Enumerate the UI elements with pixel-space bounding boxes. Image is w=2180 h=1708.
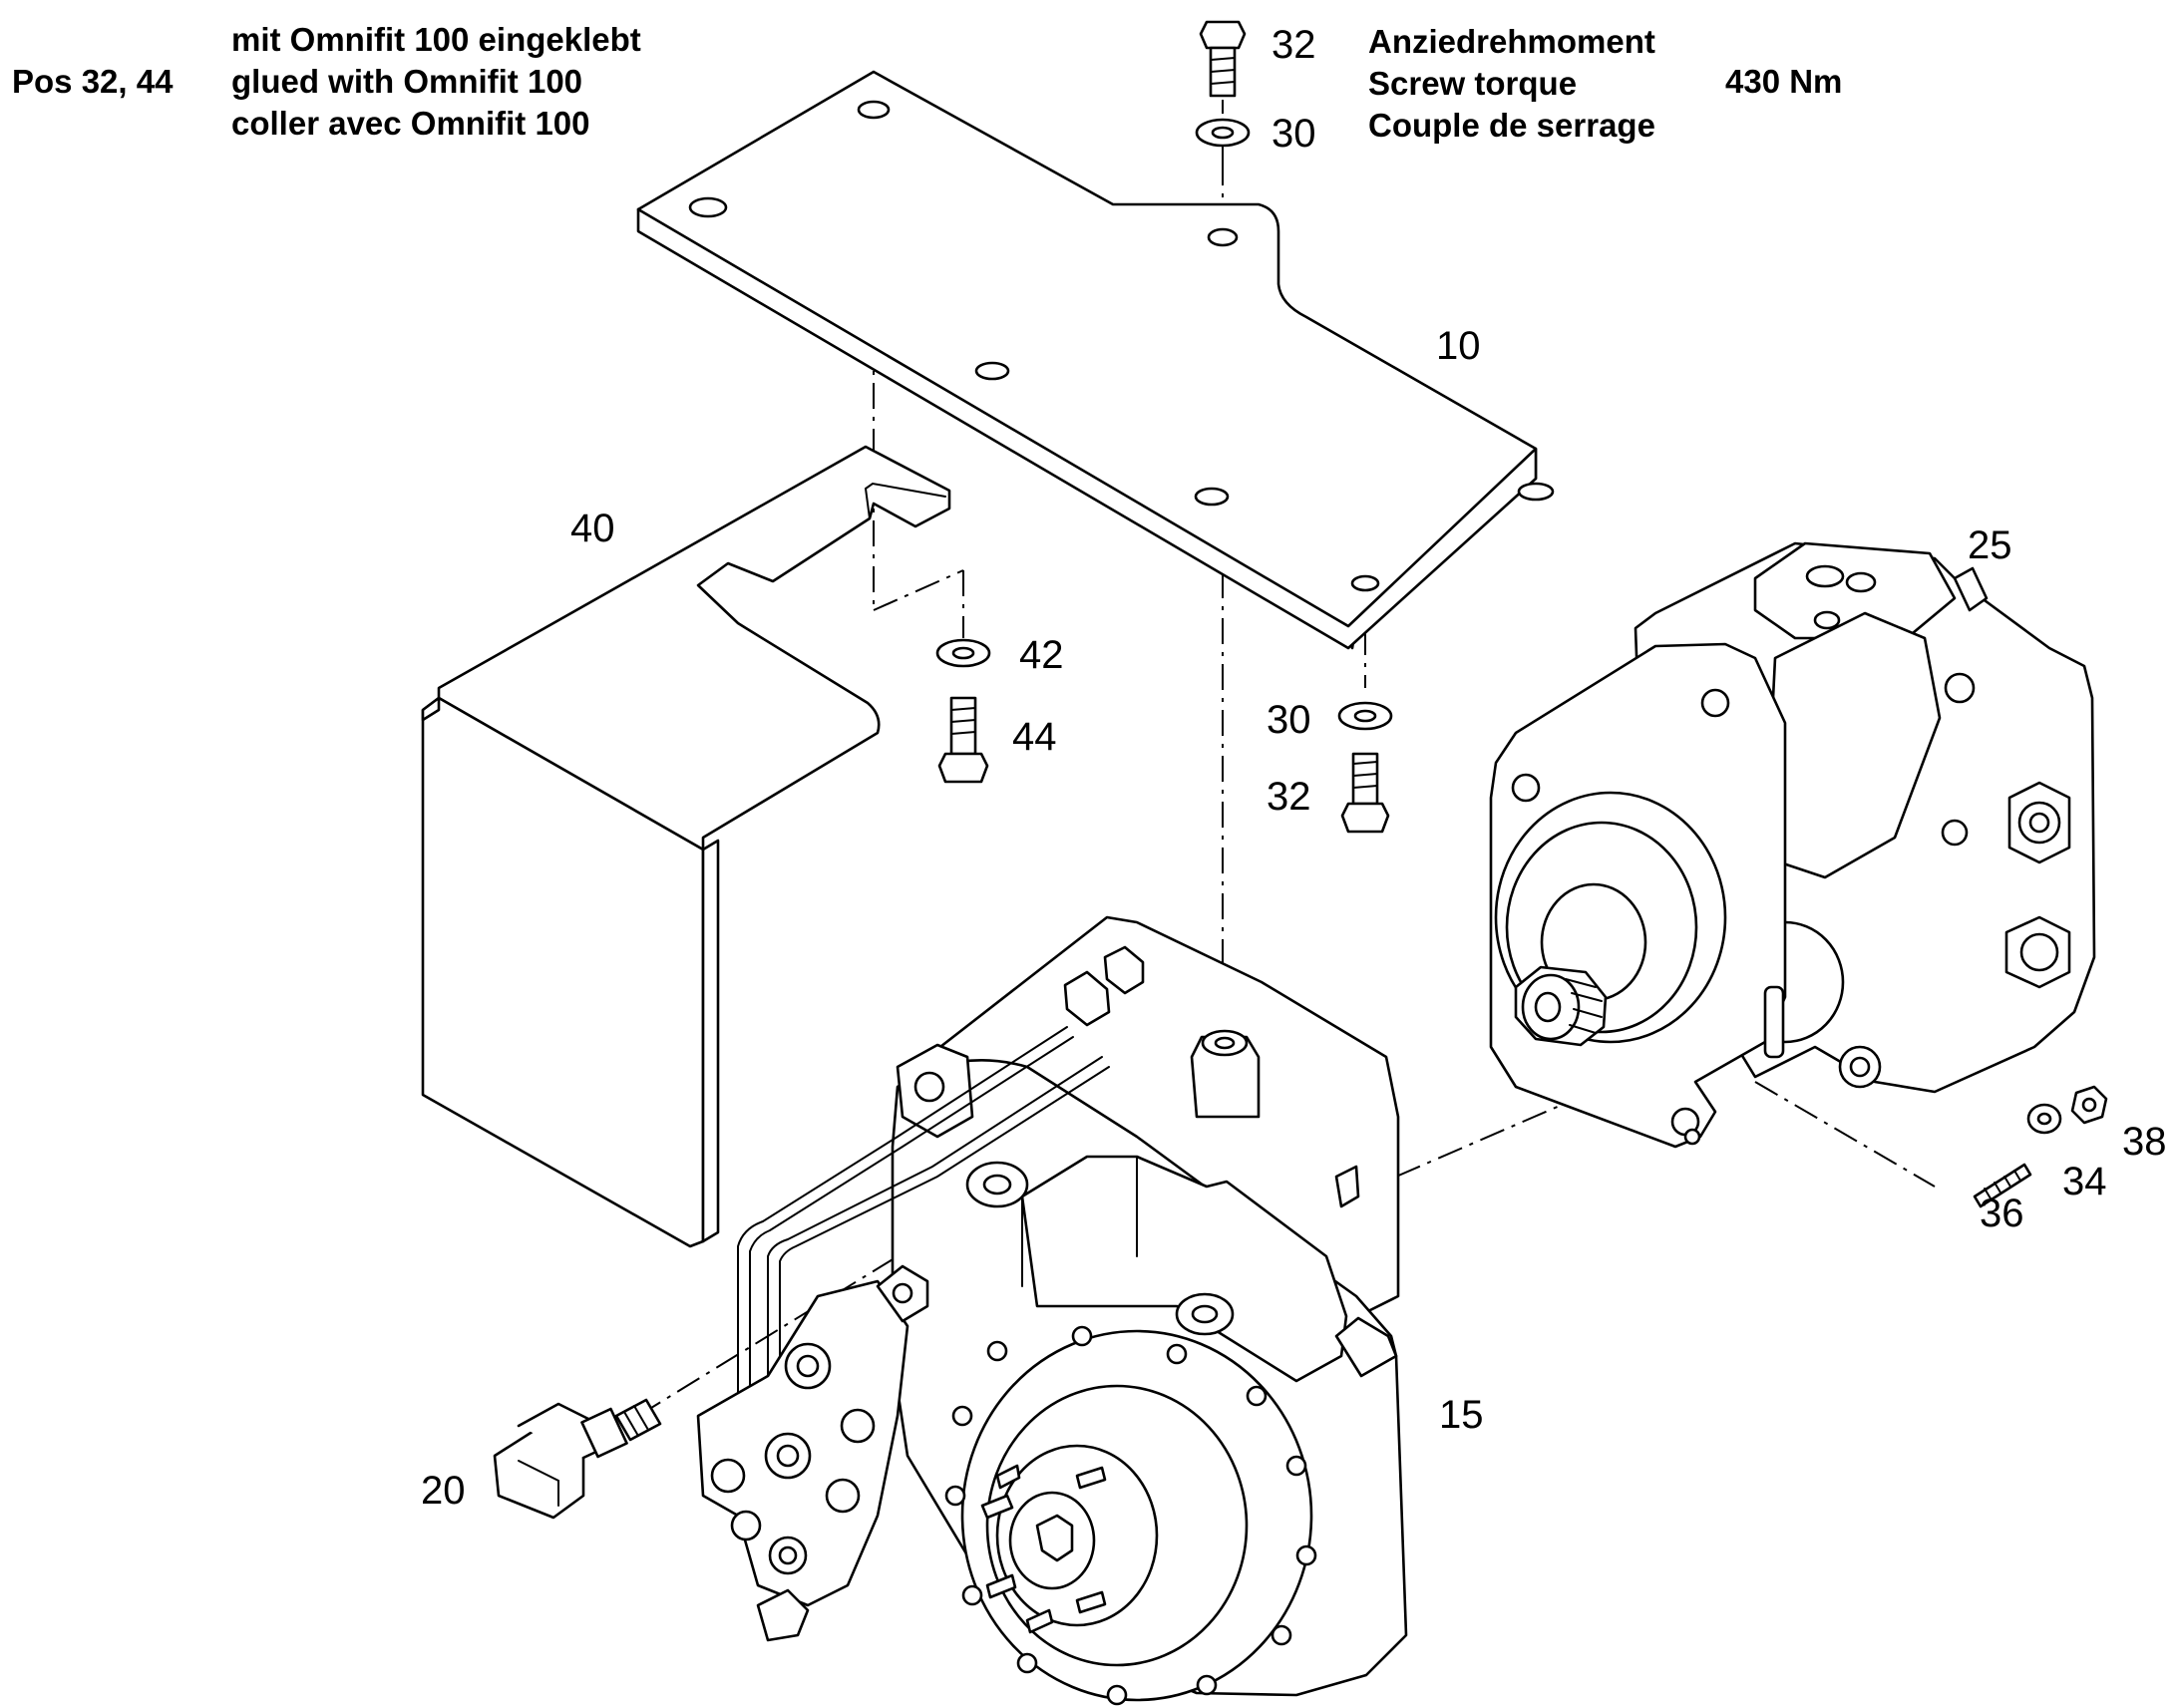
callout-34: 34: [2062, 1160, 2107, 1203]
part-15-transmission-housing: [891, 915, 1408, 1706]
torque-label-de: Anziedrehmoment: [1368, 23, 1655, 60]
callout-15: 15: [1439, 1393, 1484, 1437]
callout-36: 36: [1980, 1192, 2024, 1235]
glue-note-en: glued with Omnifit 100: [231, 63, 583, 100]
bolt-44: [937, 696, 989, 784]
washer-34: [2026, 1103, 2062, 1135]
washer-42: [935, 638, 991, 668]
bolt-32-bottom: [1340, 752, 1390, 834]
glue-note-de: mit Omnifit 100 eingeklebt: [231, 21, 641, 58]
callout-32-bottom: 32: [1267, 775, 1311, 819]
nut-38: [2070, 1085, 2108, 1125]
callout-25: 25: [1968, 523, 2012, 567]
hydraulic-tubes: [737, 945, 1145, 1412]
part-10-mounting-plate: [636, 70, 1555, 650]
part-25-hydraulic-motor: [1489, 541, 2096, 1149]
torque-value: 430 Nm: [1725, 63, 1843, 100]
glue-note-fr: coller avec Omnifit 100: [231, 105, 590, 142]
torque-label-en: Screw torque: [1368, 65, 1578, 102]
hub-studs: [980, 1464, 1107, 1634]
callout-38: 38: [2122, 1120, 2167, 1164]
flange-bolt-holes: [944, 1325, 1317, 1706]
valve-block: [696, 1264, 929, 1642]
stud-36: [1973, 1163, 2032, 1208]
callout-30-bottom: 30: [1267, 698, 1311, 742]
pos-label: Pos 32, 44: [12, 63, 174, 100]
part-40-cover-shield: [421, 445, 951, 1248]
callout-40: 40: [570, 507, 615, 550]
torque-label-fr: Couple de serrage: [1368, 107, 1655, 144]
callout-44: 44: [1012, 715, 1057, 759]
callout-10: 10: [1436, 324, 1481, 368]
callout-20: 20: [421, 1469, 466, 1513]
part-20-sensor: [493, 1398, 662, 1520]
callout-30-top: 30: [1272, 112, 1316, 156]
washer-30-bottom: [1337, 701, 1393, 731]
callout-42: 42: [1019, 633, 1064, 677]
callouts: 32 30 10 40 25 42 44 30 32 38 34 36 15 2…: [421, 23, 2167, 1513]
bolt-32-top: [1199, 20, 1247, 98]
washer-30-top: [1195, 118, 1251, 148]
callout-32-top: 32: [1272, 23, 1316, 67]
